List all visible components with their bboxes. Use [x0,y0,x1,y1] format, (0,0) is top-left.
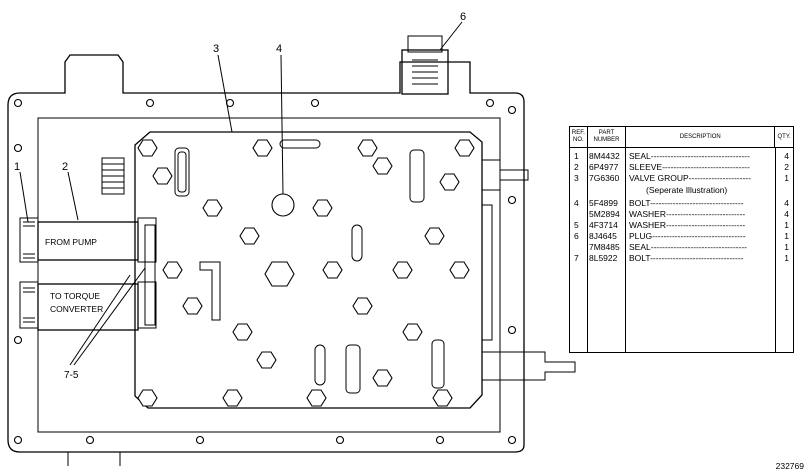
table-row: 5 4F3714 WASHER---------------------------… [570,220,793,231]
row-part-number: 4F3714 [589,220,618,230]
hex-bolts [137,139,475,407]
row-part-number: 7M8485 [589,242,620,252]
header-ref-no: REF.NO. [570,127,588,147]
row-description: SEAL---------------------------------- [629,242,747,252]
callout-4: 4 [276,43,282,55]
center-bolt-4 [271,193,295,217]
row-qty: 1 [784,173,789,183]
row-ref-no: 4 [574,198,579,208]
leader-lines [19,21,463,366]
housing-bolt-holes [13,98,517,445]
row-description: BOLT--------------------------------- [629,198,744,208]
row-ref-no: 6 [574,231,579,241]
row-part-number: 7G6360 [589,173,620,183]
row-description: VALVE GROUP---------------------- [629,173,751,183]
table-row: 7 8L5922 BOLT-----------------------------… [570,253,793,264]
callout-2: 2 [62,161,68,173]
from-pump-label: FROM PUMP [45,237,97,247]
row-part-number: 8J4645 [589,231,617,241]
row-description: SEAL----------------------------------- [629,151,750,161]
housing-outline [7,54,525,453]
separate-illustration-note: (Seperate Illustration) [646,185,728,195]
row-ref-no: 2 [574,162,579,172]
port-sleeves [19,157,157,331]
table-row: 1 8M4432 SEAL-----------------------------… [570,151,793,162]
callout-3: 3 [213,43,219,55]
row-description: PLUG--------------------------------- [629,231,746,241]
row-description: SLEEVE------------------------------- [629,162,750,172]
callout-6: 6 [460,11,466,23]
row-part-number: 8M4432 [589,151,620,161]
callout-1: 1 [14,161,20,173]
row-ref-no: 7 [574,253,579,263]
row-part-number: 5F4899 [589,198,618,208]
row-description: BOLT--------------------------------- [629,253,744,263]
row-qty: 1 [784,231,789,241]
table-row: 7M8485 SEAL------------------------------… [570,242,793,253]
row-part-number: 5M2894 [589,209,620,219]
row-ref-no: 5 [574,220,579,230]
row-qty: 1 [784,253,789,263]
table-row: 3 7G6360 VALVE GROUP----------------------… [570,173,793,184]
row-description: WASHER---------------------------- [629,209,746,219]
table-note: (Seperate Illustration) [570,185,793,196]
valve-slots [144,139,445,394]
row-qty: 4 [784,151,789,161]
table-row: 5M2894 WASHER----------------------------… [570,209,793,220]
row-part-number: 8L5922 [589,253,618,263]
header-qty: QTY. [777,133,791,140]
row-qty: 2 [784,162,789,172]
converter-label: CONVERTER [50,304,103,314]
header-description: DESCRIPTION [626,127,776,147]
row-qty: 1 [784,242,789,252]
figure-id: 232769 [775,461,804,471]
valve-body-plate [134,131,483,409]
table-row: 2 6P4977 SLEEVE---------------------------… [570,162,793,173]
to-torque-label: TO TORQUE [50,291,100,301]
table-row: 4 5F4899 BOLT-----------------------------… [570,198,793,209]
row-ref-no: 3 [574,173,579,183]
callout-7-5: 7-5 [64,370,79,381]
row-qty: 1 [784,220,789,230]
row-ref-no: 1 [574,151,579,161]
row-description: WASHER---------------------------- [629,220,746,230]
plug-boss [401,49,449,95]
row-qty: 4 [784,198,789,208]
row-qty: 4 [784,209,789,219]
table-row: 6 8J4645 PLUG-----------------------------… [570,231,793,242]
row-part-number: 6P4977 [589,162,619,172]
